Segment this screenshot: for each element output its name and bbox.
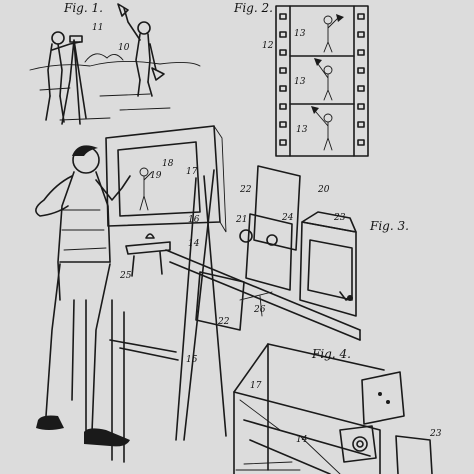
fig4-title: Fig. 4. xyxy=(312,347,351,361)
ref-20: 20 xyxy=(318,185,330,195)
fig1-title: Fig. 1. xyxy=(64,1,103,15)
ref-11: 11 xyxy=(92,23,104,33)
ref-26: 26 xyxy=(254,305,266,315)
ref-13-c: 13 xyxy=(296,125,308,135)
fig4-ref-14: 14 xyxy=(296,435,308,445)
ref-16: 16 xyxy=(188,215,200,225)
ref-21: 21 xyxy=(236,215,248,225)
ref-25: 25 xyxy=(120,271,132,281)
fig4-apparatus xyxy=(233,343,433,474)
ref-19: 19 xyxy=(150,171,162,181)
ref-22-a: 22 xyxy=(240,185,252,195)
ref-15: 15 xyxy=(186,355,198,365)
ref-13-b: 13 xyxy=(294,77,306,87)
ref-24: 24 xyxy=(282,213,294,223)
ref-17: 17 xyxy=(186,167,198,177)
ref-12: 12 xyxy=(262,41,274,51)
ref-14: 14 xyxy=(188,239,200,249)
fig4-ref-17: 17 xyxy=(250,381,262,391)
fig4-ref-23: 23 xyxy=(430,429,442,439)
fig1-scene xyxy=(29,3,201,125)
fig3-drawing-board xyxy=(35,125,361,463)
fig3-title: Fig. 3. xyxy=(370,219,409,233)
ref-22-b: 22 xyxy=(218,317,230,327)
ref-10: 10 xyxy=(118,43,130,53)
ref-13-a: 13 xyxy=(294,29,306,39)
ref-23: 23 xyxy=(334,213,346,223)
ref-18: 18 xyxy=(162,159,174,169)
fig2-title: Fig. 2. xyxy=(234,1,273,15)
fig2-film-strip xyxy=(275,5,369,157)
